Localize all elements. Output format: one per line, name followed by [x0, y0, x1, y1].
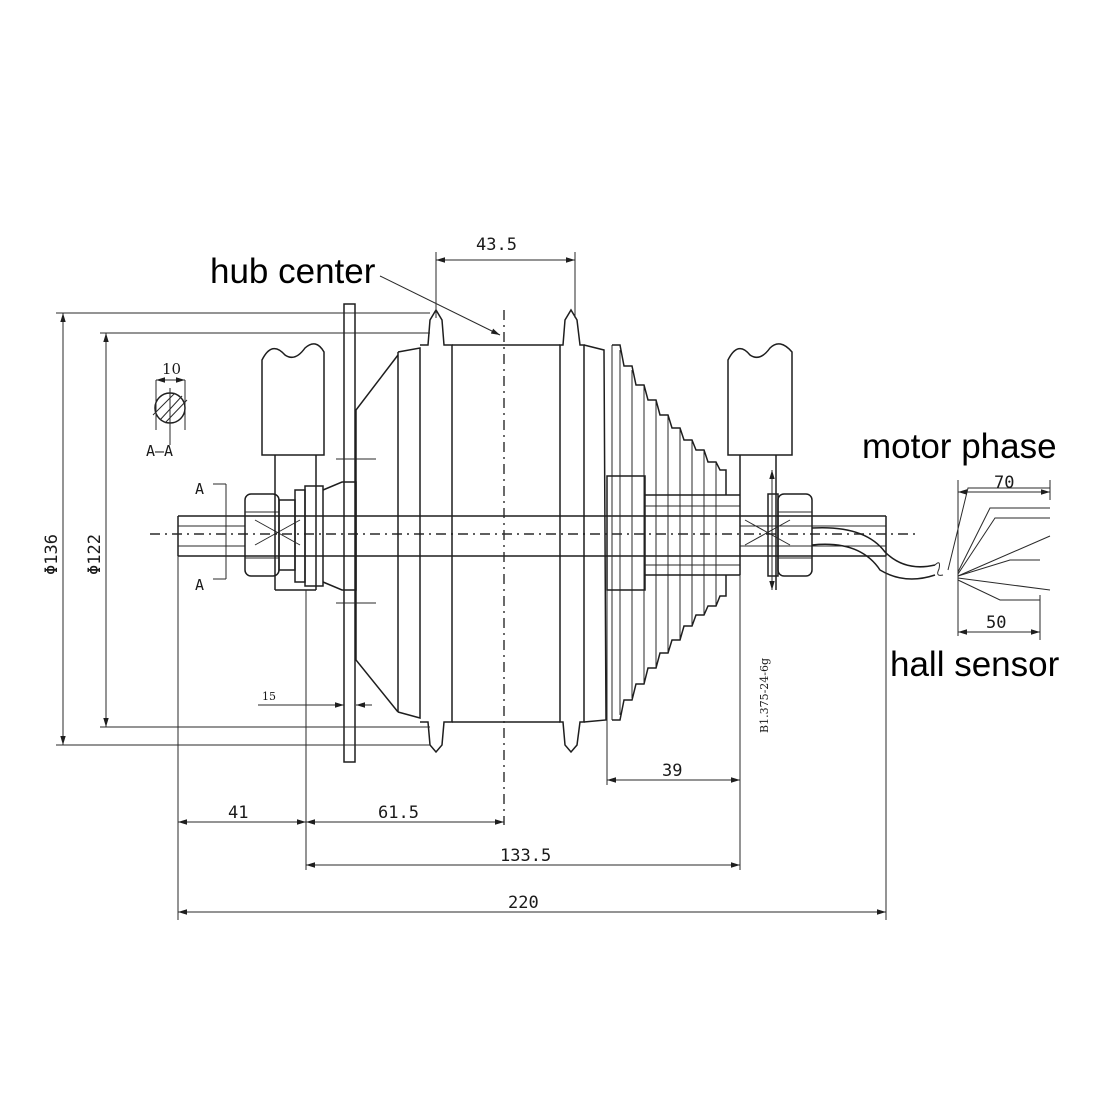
thread-spec: B1.375-24-6g [758, 658, 771, 733]
dim-50: 50 [986, 613, 1006, 633]
dim-39: 39 [662, 761, 682, 781]
freewheel-cassette [606, 344, 741, 721]
dim-15: 15 [262, 690, 276, 703]
section-a-bottom: A [195, 576, 204, 594]
section-label: A—A [146, 442, 173, 460]
dim-122: Φ122 [85, 534, 105, 575]
section-a-top: A [195, 480, 204, 498]
dim-61-5: 61.5 [378, 803, 419, 823]
section-inset [152, 377, 188, 445]
hub-center-label: hub center [210, 252, 376, 291]
left-dropout [261, 343, 325, 591]
dim-133-5: 133.5 [500, 846, 551, 866]
dim-70: 70 [994, 473, 1014, 493]
dim-41: 41 [228, 803, 248, 823]
dim-10: 10 [162, 360, 181, 378]
dim-220: 220 [508, 893, 539, 913]
dim-43-5: 43.5 [476, 235, 517, 255]
hub-shell [355, 308, 607, 754]
dim-136: Φ136 [42, 534, 62, 575]
cable [811, 487, 1051, 601]
section-cut-markers [213, 483, 227, 580]
dimension-lines [56, 252, 1051, 920]
motor-phase-label: motor phase [862, 427, 1057, 466]
left-flange [304, 481, 357, 591]
right-nut [744, 493, 813, 577]
hall-sensor-label: hall sensor [890, 645, 1060, 684]
right-dropout [727, 343, 793, 590]
